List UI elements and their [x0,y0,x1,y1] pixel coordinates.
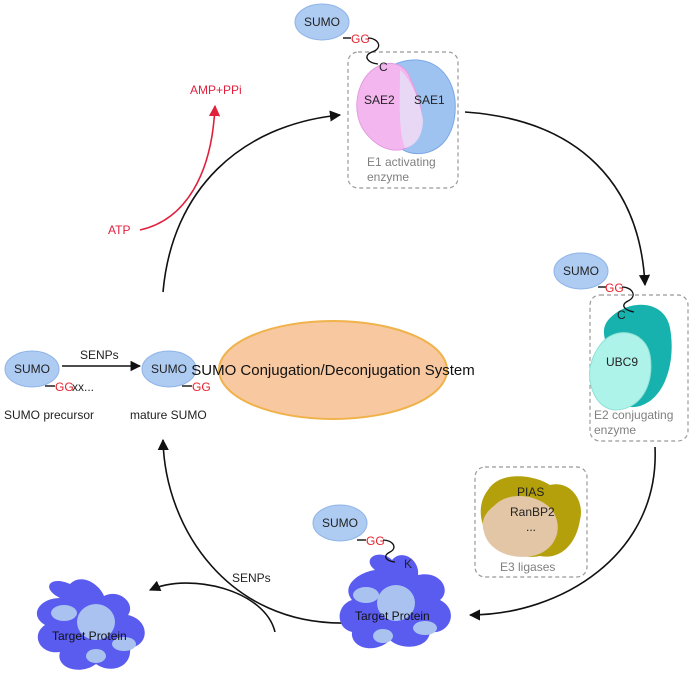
senps-deconjugation-label: SENPs [232,571,271,585]
target-conjugated-blob-c [373,629,393,643]
arrow-maturation-to-e1 [162,110,342,293]
gg-precursor-label: GG [55,380,74,394]
cys-e2-label: C [617,308,626,322]
target-free-blob-a [51,605,77,621]
arrow-senps-release [148,580,276,633]
ubc9-light-shape [589,332,652,411]
lys-label: K [404,557,412,571]
center-title: SUMO Conjugation/Deconjugation System [191,362,474,379]
atp-label: ATP [108,223,130,237]
precursor-caption: SUMO precursor [4,408,94,422]
target-free-blob-c [86,649,106,663]
thioester-link-e2 [621,286,635,313]
target-conjugated-core [377,585,415,621]
target-conjugated-blob-b [413,621,437,635]
gg-mature-label: GG [192,380,211,394]
e1-caption-line1: E1 activating [367,155,436,169]
sae2-label: SAE2 [364,93,395,107]
sumo-e1 [294,3,350,41]
sae1-label: SAE1 [414,93,445,107]
e2-caption-line2: enzyme [594,423,636,437]
e2-caption-line1: E2 conjugating [594,408,673,422]
target-free-group: Target Protein [36,579,145,670]
sumo-mature [141,350,197,388]
e1-group: SAE2 SAE1 E1 activating enzyme SUMO GG C [294,3,459,189]
precursor-tail-label: xx... [72,380,94,394]
thioester-link-e1 [366,37,380,65]
maturation-group: SUMO GG xx... SENPs SUMO GG SUMO precurs… [4,348,211,422]
e2-box [589,294,689,442]
senps-maturation-label: SENPs [80,348,119,362]
e1-box [347,51,459,189]
sumo-precursor [4,350,60,388]
gg-target-label: GG [366,534,385,548]
cys-e1-label: C [379,60,388,74]
e2-group: UBC9 E2 conjugating enzyme SUMO GG C [553,252,689,442]
e1-overlap-shape [399,70,423,148]
sumo-mature-label: SUMO [151,362,187,376]
e3-pias-label: PIAS [517,485,544,499]
arrow-atp-hydrolysis [139,104,221,231]
sumo-e2 [553,252,609,290]
target-conjugated-blob-a [353,587,379,603]
target-conjugated-group: Target Protein SUMO GG K [312,504,451,649]
sumo-e2-label: SUMO [563,264,599,278]
arrow-e1-to-e2 [464,111,651,287]
center-title-ellipse [218,320,448,420]
isopeptide-link [382,539,396,563]
e3-box [474,466,588,578]
sumo-precursor-label: SUMO [14,362,50,376]
cycle-arrows [148,110,656,633]
e1-caption-line2: enzyme [367,170,409,184]
e3-caption: E3 ligases [500,560,555,574]
e3-ranbp2-label: RanBP2 [510,505,555,519]
ubc9-label: UBC9 [606,355,638,369]
arrow-e2-to-target [468,446,656,621]
sumo-target-label: SUMO [322,516,358,530]
e3-group: PIAS RanBP2 ... E3 ligases [474,466,588,578]
e3-light-shape [482,495,558,557]
amp-ppi-label: AMP+PPi [190,83,242,97]
center-title-group: SUMO Conjugation/Deconjugation System [191,320,475,420]
mature-caption: mature SUMO [130,408,207,422]
target-free-blob-b [112,637,136,651]
sumo-target [312,504,368,542]
target-conjugated-label: Target Protein [355,609,430,623]
e3-ellipsis-label: ... [526,520,536,534]
sumo-e1-label: SUMO [304,15,340,29]
gg-e2-label: GG [605,281,624,295]
target-free-core [77,604,115,640]
gg-e1-label: GG [351,32,370,46]
arrow-target-to-mature [157,438,346,624]
target-free-label: Target Protein [52,629,127,643]
